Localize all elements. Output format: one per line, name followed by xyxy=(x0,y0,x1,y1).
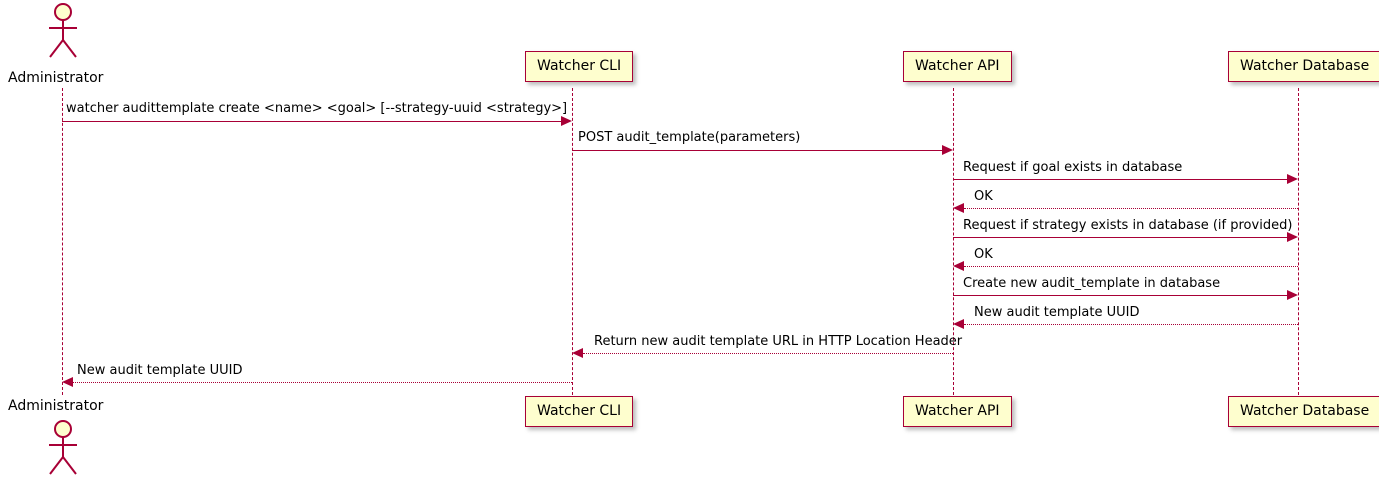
lifeline-watcher-api xyxy=(953,88,954,395)
message-label-8: New audit template UUID xyxy=(974,305,1140,320)
message-arrow-6 xyxy=(964,266,1298,267)
actor-label-administrator-top: Administrator xyxy=(8,70,104,86)
message-arrow-5 xyxy=(953,237,1287,238)
participant-box-watcher-cli-bottom[interactable]: Watcher CLI xyxy=(525,396,634,427)
actor-administrator-bottom-icon xyxy=(49,420,77,475)
message-arrow-10 xyxy=(73,382,572,383)
message-arrow-9 xyxy=(583,353,953,354)
message-arrow-2 xyxy=(572,150,942,151)
message-arrow-7 xyxy=(953,295,1287,296)
message-arrow-4 xyxy=(964,208,1298,209)
arrowhead-left-6 xyxy=(953,261,964,271)
arrowhead-right-5 xyxy=(1287,232,1298,242)
message-label-10: New audit template UUID xyxy=(77,363,243,378)
participant-box-watcher-api-top[interactable]: Watcher API xyxy=(903,51,1012,82)
arrowhead-left-4 xyxy=(953,203,964,213)
arrowhead-left-10 xyxy=(62,377,73,387)
message-label-3: Request if goal exists in database xyxy=(963,160,1183,175)
message-label-6: OK xyxy=(974,247,993,262)
message-arrow-1 xyxy=(62,121,561,122)
arrowhead-left-9 xyxy=(572,348,583,358)
arrowhead-right-3 xyxy=(1287,174,1298,184)
lifeline-watcher-cli xyxy=(572,88,573,395)
participant-box-watcher-cli-top[interactable]: Watcher CLI xyxy=(525,51,634,82)
arrowhead-left-8 xyxy=(953,319,964,329)
message-label-7: Create new audit_template in database xyxy=(963,276,1221,291)
message-arrow-8 xyxy=(964,324,1298,325)
message-label-2: POST audit_template(parameters) xyxy=(578,130,801,145)
lifeline-watcher-database xyxy=(1298,88,1299,395)
arrowhead-right-1 xyxy=(561,116,572,126)
message-arrow-3 xyxy=(953,179,1287,180)
actor-label-administrator-bottom: Administrator xyxy=(8,398,104,414)
arrowhead-right-7 xyxy=(1287,290,1298,300)
participant-box-watcher-api-bottom[interactable]: Watcher API xyxy=(903,396,1012,427)
message-label-5: Request if strategy exists in database (… xyxy=(963,218,1293,233)
participant-box-watcher-database-top[interactable]: Watcher Database xyxy=(1228,51,1379,82)
message-label-1: watcher audittemplate create <name> <goa… xyxy=(66,101,568,116)
participant-box-watcher-database-bottom[interactable]: Watcher Database xyxy=(1228,396,1379,427)
arrowhead-right-2 xyxy=(942,145,953,155)
message-label-9: Return new audit template URL in HTTP Lo… xyxy=(594,334,963,349)
actor-administrator-top-icon xyxy=(49,3,77,58)
lifeline-administrator xyxy=(62,88,63,395)
message-label-4: OK xyxy=(974,189,993,204)
